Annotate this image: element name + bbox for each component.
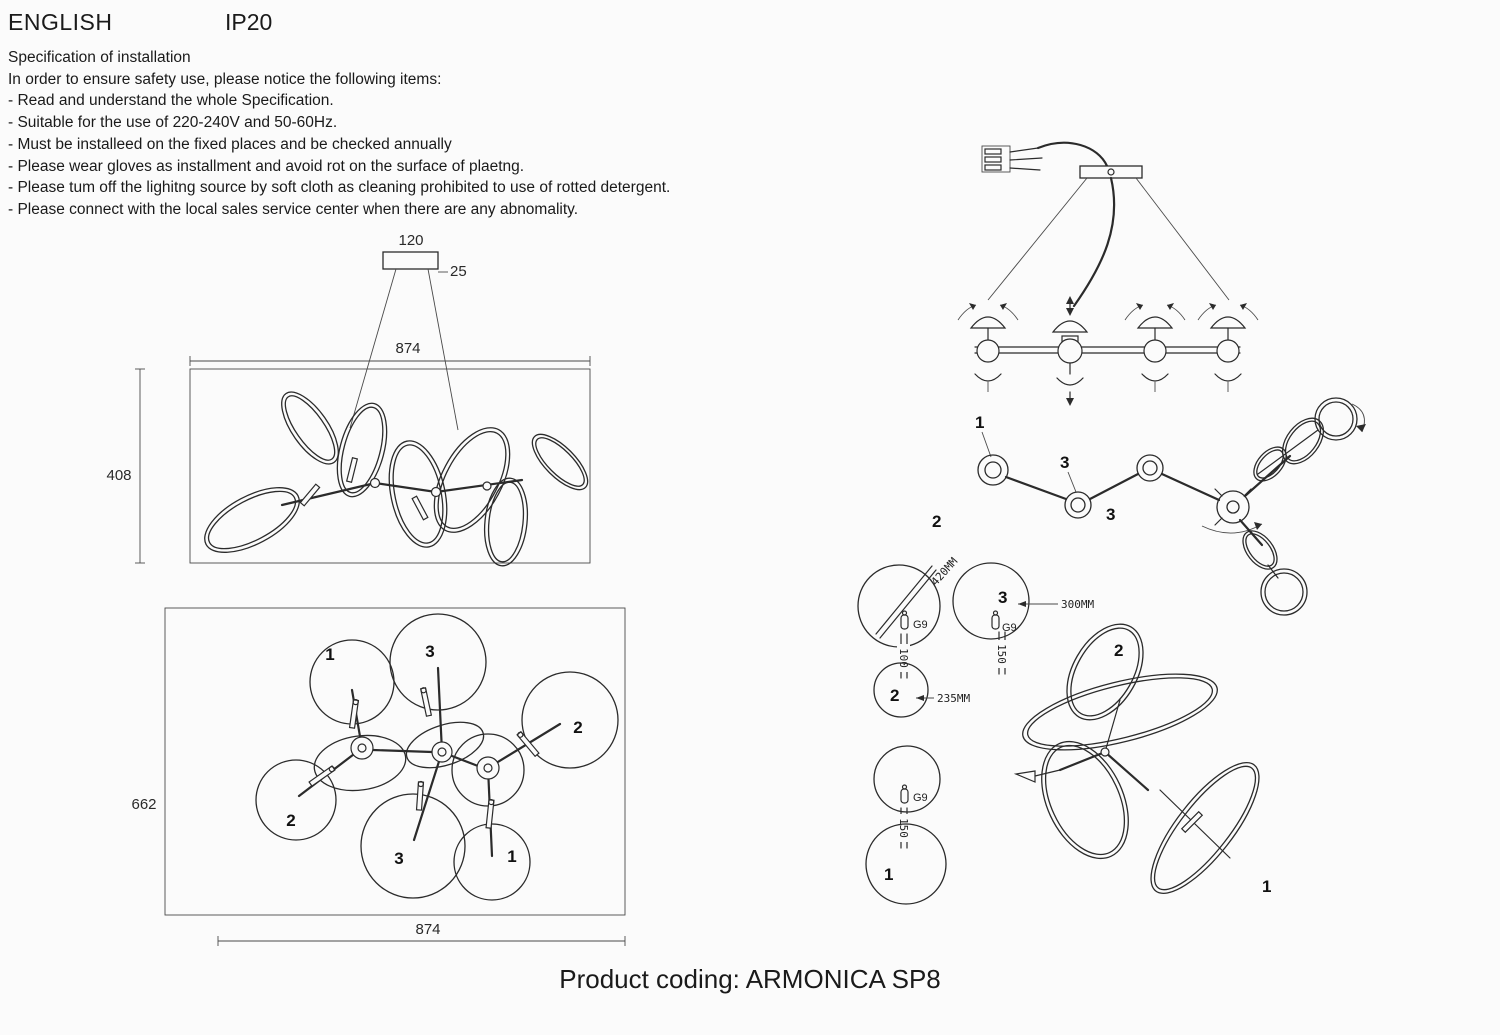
- ring: [388, 440, 448, 548]
- ring: [405, 721, 485, 769]
- parts-detail: 2 420MM G9 100 2 235MM 3 G9 300MM: [857, 512, 1094, 905]
- suspension-wire: [427, 268, 459, 431]
- chain-assembly-diagram: 1 3 3: [975, 397, 1366, 616]
- shade-number: 3: [425, 642, 434, 661]
- top-width-label: 874: [415, 921, 440, 938]
- part-number: 1: [884, 865, 893, 884]
- shade-detail: [952, 562, 1030, 640]
- spec-item: - Must be installeed on the fixed places…: [8, 135, 452, 153]
- shade-number: 2: [573, 718, 582, 737]
- side-height-label: 408: [106, 467, 131, 484]
- step-number: 3: [1060, 453, 1069, 472]
- canopy-depth-label: 25: [450, 263, 467, 280]
- spec-item: - Read and understand the whole Specific…: [8, 92, 334, 110]
- perspective-view: 2 1: [1013, 623, 1271, 896]
- drop-cable: [1072, 176, 1116, 308]
- step-number: 1: [975, 413, 984, 432]
- side-bounding-box: [189, 368, 591, 564]
- ring: [433, 427, 511, 533]
- arm-length-label: 300MM: [1061, 598, 1094, 611]
- ring-number: 2: [1114, 641, 1123, 660]
- ip-rating: IP20: [225, 9, 273, 35]
- part-group-number: 2: [932, 512, 941, 531]
- spec-item: - Please tum off the lighitng source by …: [8, 179, 671, 197]
- side-width-label: 874: [395, 340, 420, 357]
- spec-item: - Please wear gloves as installment and …: [8, 157, 525, 175]
- ring-number: 1: [1262, 877, 1271, 896]
- shade-detail: [865, 823, 947, 905]
- lamp-unit: [1197, 303, 1259, 392]
- power-cable: [1036, 141, 1109, 168]
- lamp-row-diagram: [957, 296, 1259, 406]
- shade-number: 2: [286, 811, 295, 830]
- step-number: 3: [1106, 505, 1115, 524]
- ring: [531, 433, 589, 491]
- canopy: [382, 251, 439, 270]
- shade-number: 1: [325, 645, 334, 664]
- shade-number: 1: [507, 847, 516, 866]
- top-height-label: 662: [131, 796, 156, 813]
- part-number: 2: [890, 686, 899, 705]
- ring: [313, 734, 407, 792]
- ring: [336, 402, 388, 498]
- ring: [281, 391, 339, 465]
- installation-specification: Specification of installation In order t…: [8, 47, 670, 221]
- language-heading: ENGLISH: [8, 9, 113, 35]
- spec-intro: In order to ensure safety use, please no…: [8, 70, 442, 88]
- ring: [1022, 673, 1218, 751]
- ring: [204, 487, 300, 553]
- ceiling-plate: [1079, 165, 1143, 179]
- ring: [1066, 623, 1144, 721]
- wiring-diagram: [981, 141, 1230, 308]
- ring: [1041, 740, 1129, 860]
- product-coding: Product coding: ARMONICA SP8: [559, 964, 941, 994]
- top-bounding-box: [164, 607, 626, 916]
- lamp-unit-center: [1051, 296, 1089, 406]
- lamp-unit: [957, 303, 1019, 392]
- side-view-drawing: 120 25 874 408: [106, 232, 591, 567]
- rod-length-label: 150: [995, 644, 1008, 664]
- arms: [297, 666, 562, 858]
- shade: [521, 671, 619, 769]
- socket-label: G9: [913, 619, 928, 631]
- suspension-wire: [349, 268, 397, 429]
- shade-number: 3: [394, 849, 403, 868]
- spec-title: Specification of installation: [8, 49, 191, 66]
- lamp-unit: [1124, 303, 1186, 392]
- shade: [360, 793, 466, 899]
- ring: [1150, 761, 1260, 895]
- spec-item: - Suitable for the use of 220-240V and 5…: [8, 114, 338, 132]
- socket-label: G9: [913, 792, 928, 804]
- shade-detail: [873, 662, 929, 718]
- rod-length-label: 100: [897, 648, 910, 668]
- spec-item: - Please connect with the local sales se…: [8, 200, 579, 218]
- shade: [255, 759, 337, 841]
- rod-length-label: 150: [897, 818, 910, 838]
- arm-length-label: 420MM: [928, 555, 960, 589]
- part-number: 3: [998, 588, 1007, 607]
- arm-length-label: 235MM: [937, 692, 970, 705]
- top-view-drawing: 662 874: [131, 607, 626, 946]
- socket-label: G9: [1002, 622, 1017, 634]
- shade: [389, 613, 487, 711]
- arms: [280, 457, 524, 521]
- canopy-width-label: 120: [398, 232, 423, 249]
